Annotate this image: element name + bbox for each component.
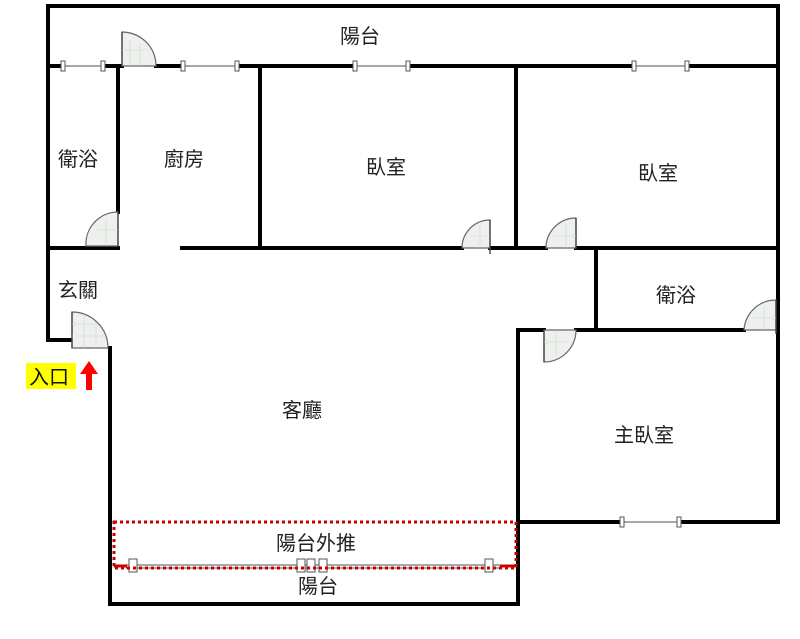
- room-label-balcony-top: 陽台: [340, 24, 380, 48]
- room-label-bedroom-1: 臥室: [366, 155, 406, 179]
- room-label-foyer: 玄關: [58, 278, 98, 302]
- window-bath-top: [60, 60, 106, 72]
- walls: [46, 4, 780, 606]
- door-bath-right: [743, 299, 777, 334]
- room-label-bedroom-2: 臥室: [638, 161, 678, 185]
- entrance-marker: 入口: [26, 361, 98, 390]
- balcony-extension-outline: [112, 520, 518, 570]
- room-label-living-room: 客廳: [282, 398, 322, 422]
- door-bath-left: [85, 211, 119, 247]
- door-master-bedroom: [543, 329, 577, 363]
- room-label-kitchen: 廚房: [164, 147, 204, 171]
- entrance-label: 入口: [29, 365, 69, 389]
- door-bedroom-1: [461, 219, 491, 254]
- room-labels: 陽台 衛浴 廚房 臥室 臥室 玄關 衛浴 客廳 主臥室 陽台外推 陽台: [58, 24, 696, 598]
- entrance-arrow-icon: [80, 361, 98, 390]
- window-balcony-sliding: [114, 558, 516, 573]
- room-label-master-bedroom: 主臥室: [614, 423, 674, 447]
- window-kitchen-top: [180, 60, 240, 72]
- window-bedroom-2-top: [631, 60, 690, 72]
- room-label-balcony-bottom: 陽台: [298, 574, 338, 598]
- door-balcony-top: [121, 31, 157, 67]
- window-bedroom-1-top: [352, 60, 411, 72]
- room-label-bath-right: 衛浴: [656, 283, 696, 307]
- door-bedroom-2: [545, 217, 577, 249]
- room-label-balcony-extend: 陽台外推: [276, 531, 356, 555]
- door-entrance: [71, 311, 109, 349]
- window-master-bottom: [619, 516, 682, 528]
- entrance-highlight: [26, 363, 76, 389]
- room-label-bath-left: 衛浴: [58, 147, 98, 171]
- doors: [71, 31, 777, 363]
